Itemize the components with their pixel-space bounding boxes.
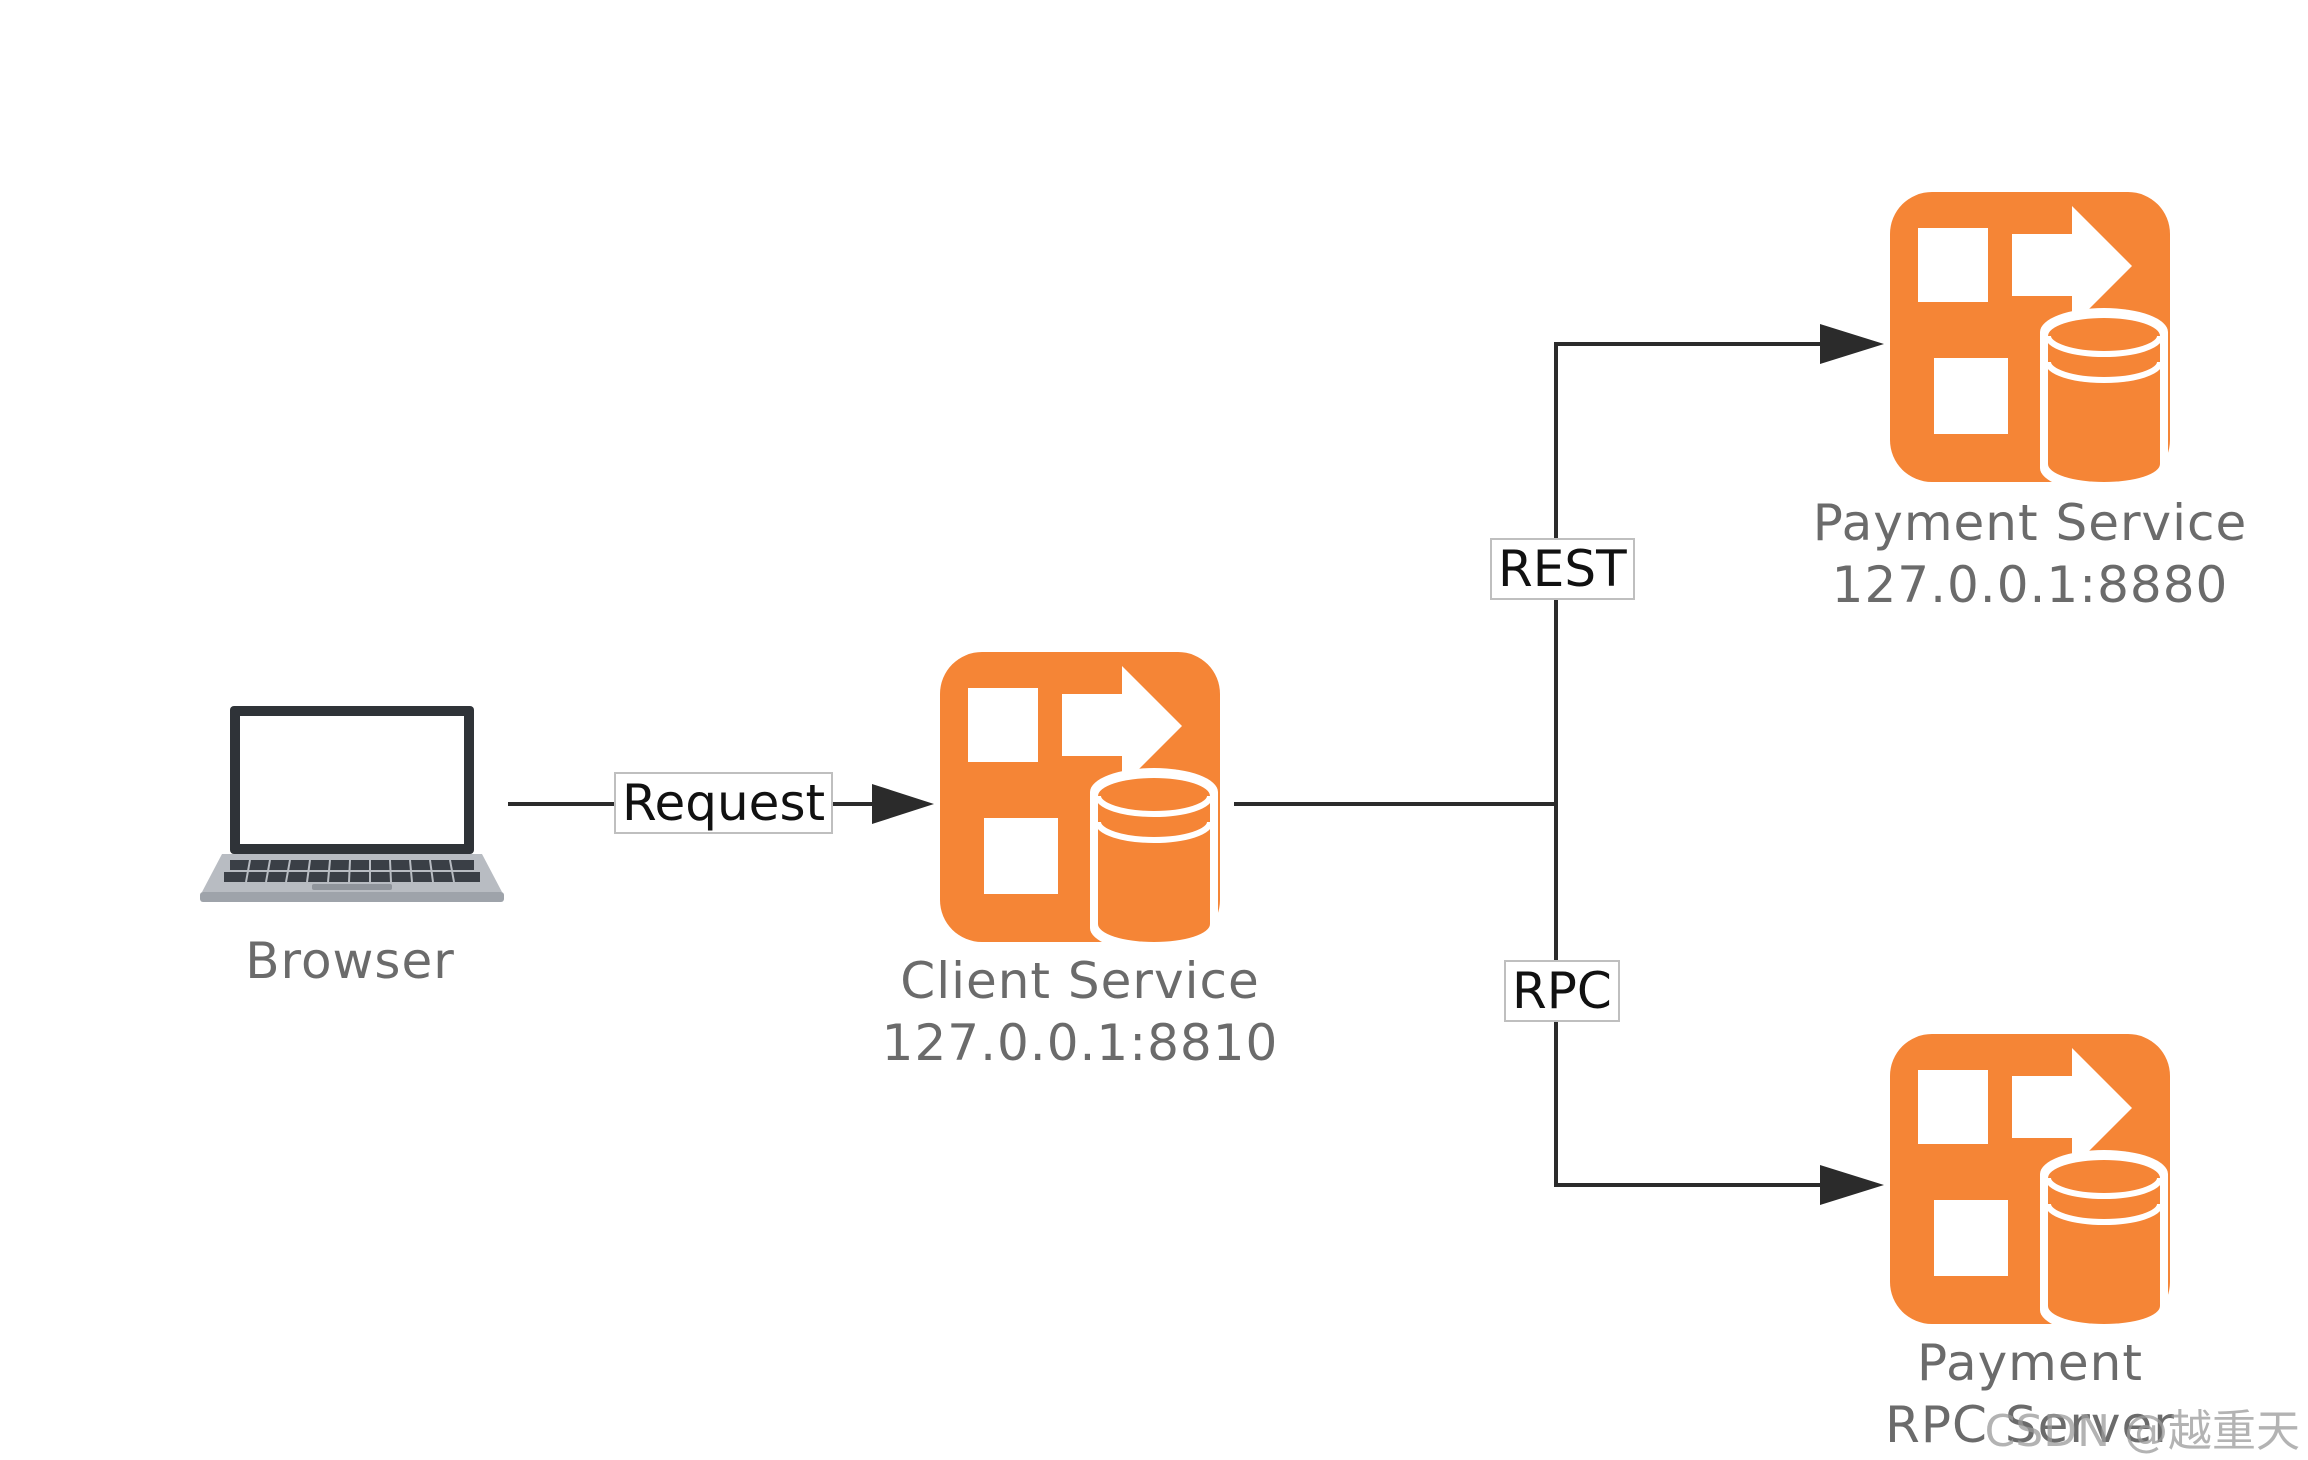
watermark: CSDN @越重天 [1984,1406,2300,1457]
client-service-icon [940,652,1220,952]
payment-rpc-server-line1: Payment [1917,1334,2143,1392]
payment-service-name: Payment Service [1812,494,2248,552]
browser-label: Browser [245,932,455,990]
arrowheads [872,324,1884,1205]
client-service-label: Client Service 127.0.0.1:8810 [880,950,1280,1074]
rpc-arrowhead [1820,1165,1884,1205]
client-service-address: 127.0.0.1:8810 [881,1014,1279,1072]
rest-arrowhead [1820,324,1884,364]
payment-service-label: Payment Service 127.0.0.1:8880 [1810,492,2250,616]
client-service-name: Client Service [900,952,1260,1010]
laptop-icon [200,706,504,902]
request-arrowhead [872,784,934,824]
payment-rpc-server-icon [1890,1034,2170,1334]
rpc-edge-label: RPC [1504,960,1620,1022]
request-edge-label: Request [614,772,834,834]
payment-rpc-server-label: Payment RPC Server [1810,1332,2250,1456]
rest-edge-label: REST [1490,538,1635,600]
payment-service-icon [1890,192,2170,492]
payment-service-address: 127.0.0.1:8880 [1831,556,2229,614]
payment-rpc-server-line2: RPC Server [1885,1396,2175,1454]
